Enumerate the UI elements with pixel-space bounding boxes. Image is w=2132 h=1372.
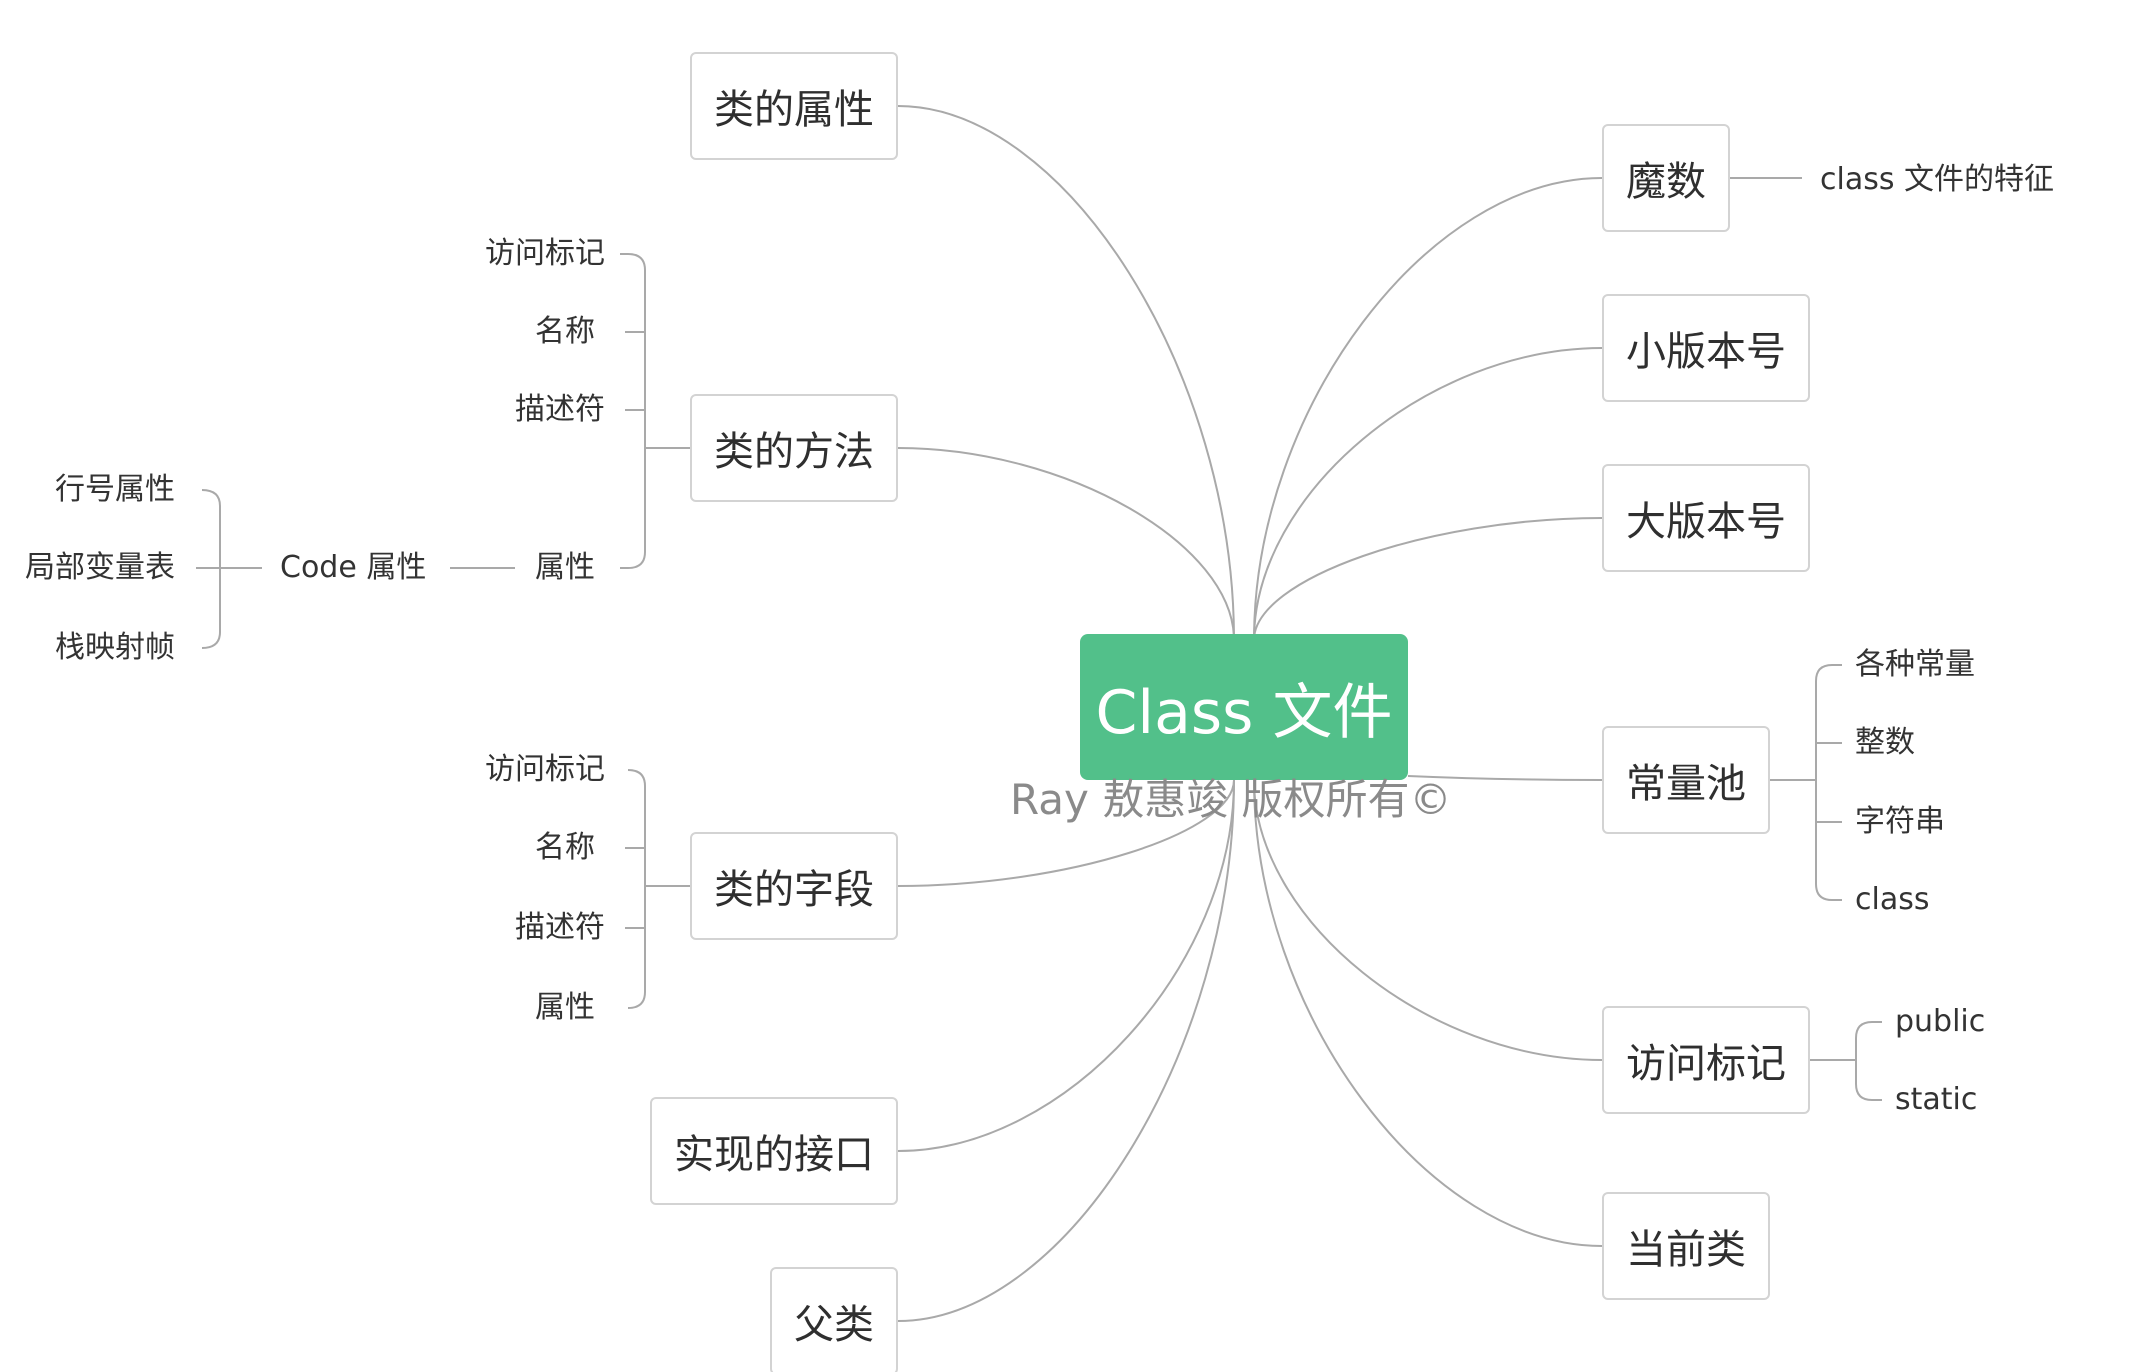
node-super-class[interactable]: 父类 (770, 1267, 898, 1372)
node-methods-label: 类的方法 (714, 429, 874, 475)
node-major-version[interactable]: 大版本号 (1602, 464, 1810, 572)
leaf-constant-integer: 整数 (1855, 725, 1915, 760)
leaf-field-access: 访问标记 (485, 752, 605, 787)
node-this-class[interactable]: 当前类 (1602, 1192, 1770, 1300)
curve-constant-pool (1407, 775, 1603, 781)
curve-major-version (1253, 517, 1603, 641)
node-major-version-label: 大版本号 (1626, 499, 1786, 545)
node-constant-pool[interactable]: 常量池 (1602, 726, 1770, 834)
node-super-class-label: 父类 (794, 1302, 874, 1348)
leaf-field-descriptor: 描述符 (515, 910, 605, 945)
leaf-local-var-table: 局部变量表 (25, 550, 175, 585)
curve-fields (897, 779, 1235, 887)
leaf-field-name: 名称 (535, 830, 595, 865)
leaf-method-name: 名称 (535, 314, 595, 349)
node-class-attributes-label: 类的属性 (714, 87, 874, 133)
node-magic-label: 魔数 (1626, 159, 1706, 205)
node-fields-label: 类的字段 (714, 867, 874, 913)
root-node[interactable]: Class 文件 (1080, 634, 1408, 780)
root-label: Class 文件 (1095, 677, 1393, 748)
curve-interfaces (897, 779, 1235, 1152)
bracket-access-flags (1855, 1021, 1873, 1101)
leaf-constant-class: class (1855, 882, 1930, 917)
node-this-class-label: 当前类 (1626, 1227, 1746, 1273)
curve-access-flags (1253, 779, 1603, 1061)
curve-minor-version (1253, 347, 1603, 641)
leaf-method-access: 访问标记 (485, 236, 605, 271)
node-constant-pool-label: 常量池 (1626, 761, 1746, 807)
leaf-constant-string: 字符串 (1855, 804, 1945, 839)
node-access-flags-label: 访问标记 (1626, 1041, 1786, 1087)
node-access-flags[interactable]: 访问标记 (1602, 1006, 1810, 1114)
bracket-constant-pool (1815, 664, 1833, 901)
node-interfaces[interactable]: 实现的接口 (650, 1097, 898, 1205)
curve-this-class (1253, 779, 1603, 1247)
node-minor-version[interactable]: 小版本号 (1602, 294, 1810, 402)
node-minor-version-label: 小版本号 (1626, 329, 1786, 375)
leaf-field-attribute: 属性 (535, 990, 595, 1025)
curve-class-attributes (897, 105, 1235, 641)
leaf-constant-kinds: 各种常量 (1855, 647, 1975, 682)
leaf-method-descriptor: 描述符 (515, 392, 605, 427)
leaf-magic-feature: class 文件的特征 (1820, 162, 2055, 197)
node-methods[interactable]: 类的方法 (690, 394, 898, 502)
curve-magic (1253, 177, 1603, 641)
bracket-fields (627, 769, 646, 1009)
curve-methods (897, 447, 1235, 641)
leaf-line-number: 行号属性 (55, 472, 175, 507)
leaf-stack-map-frame: 栈映射帧 (55, 630, 175, 665)
watermark: Ray 敖惠竣 版权所有© (1010, 775, 1452, 824)
curve-super-class (897, 779, 1235, 1322)
leaf-access-public: public (1895, 1004, 1986, 1039)
node-class-attributes[interactable]: 类的属性 (690, 52, 898, 160)
node-magic[interactable]: 魔数 (1602, 124, 1730, 232)
node-fields[interactable]: 类的字段 (690, 832, 898, 940)
leaf-code-attribute: Code 属性 (280, 550, 427, 585)
node-interfaces-label: 实现的接口 (674, 1132, 874, 1178)
leaf-access-static: static (1895, 1082, 1978, 1117)
leaf-method-attribute: 属性 (535, 550, 595, 585)
